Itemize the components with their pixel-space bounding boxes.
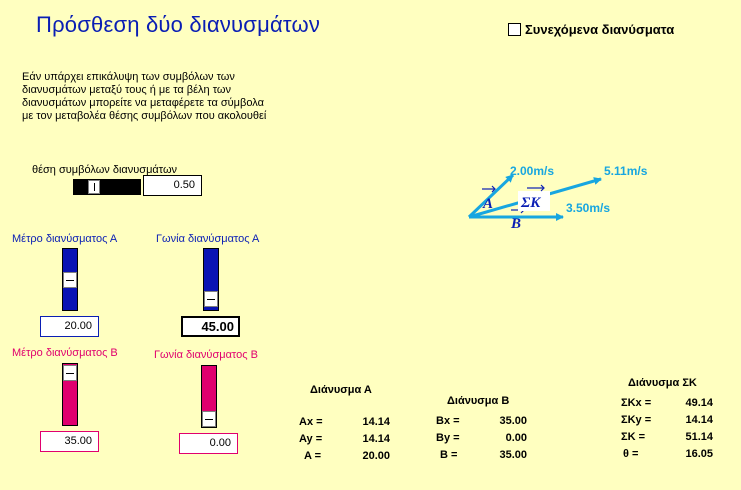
bx-value: 35.00 <box>499 415 527 427</box>
vector-a-heading: Διάνυσμα Α <box>310 384 372 396</box>
angle-a-thumb[interactable] <box>204 291 218 307</box>
magnitude-a-label: Μέτρο διανύσματος Α <box>12 233 118 245</box>
page-title: Πρόσθεση δύο διανυσμάτων <box>36 12 321 37</box>
ay-value: 14.14 <box>362 433 390 445</box>
vector-sum-heading: Διάνυσμα ΣΚ <box>628 377 697 389</box>
sum-x-value: 49.14 <box>685 397 713 409</box>
b-magnitude-value: 35.00 <box>499 449 527 461</box>
instructions-text: Εάν υπάρχει επικάλυψη των συμβόλων των δ… <box>22 71 267 122</box>
angle-b-field[interactable]: 0.00 <box>179 433 238 454</box>
vector-a-symbol: A <box>482 196 493 212</box>
vector-b-heading: Διάνυσμα Β <box>447 395 510 407</box>
checkbox-box[interactable] <box>508 23 521 36</box>
a-magnitude-value: 20.00 <box>362 450 390 462</box>
symbol-position-slider[interactable] <box>73 179 141 195</box>
bx-label: Bx = <box>436 415 460 427</box>
by-label: By = <box>436 432 460 444</box>
vector-b-symbol: B <box>510 216 521 232</box>
angle-b-thumb[interactable] <box>202 411 216 427</box>
magnitude-b-field[interactable]: 35.00 <box>40 431 99 452</box>
sum-y-label: ΣΚy = <box>621 414 652 426</box>
magnitude-a-field[interactable]: 20.00 <box>40 316 99 337</box>
a-magnitude-label: A = <box>304 450 322 462</box>
theta-label: θ = <box>623 448 639 460</box>
vector-a-arrow <box>467 173 515 219</box>
angle-b-label: Γωνία διανύσματος Β <box>154 349 258 361</box>
vector-sum-magnitude: 5.11m/s <box>604 164 648 178</box>
ax-value: 14.14 <box>362 416 390 428</box>
magnitude-a-slider[interactable] <box>62 248 78 311</box>
ay-label: Ay = <box>299 433 323 445</box>
angle-a-label: Γωνία διανύσματος Α <box>156 233 260 245</box>
angle-b-slider[interactable] <box>201 365 217 428</box>
vector-b-magnitude: 3.50m/s <box>566 201 610 215</box>
magnitude-a-thumb[interactable] <box>63 272 77 288</box>
sum-y-value: 14.14 <box>685 414 713 426</box>
sum-x-label: ΣΚx = <box>621 397 652 409</box>
vector-diagram: A B ΣΚ 2.00m/s 5.11m/s 3.50m/s <box>467 164 648 232</box>
symbol-position-label: θέση συμβόλων διανυσμάτων <box>32 164 178 176</box>
b-magnitude-label: B = <box>440 449 458 461</box>
symbol-position-field[interactable]: 0.50 <box>143 175 202 196</box>
by-value: 0.00 <box>505 432 527 444</box>
symbol-position-thumb[interactable] <box>88 180 100 194</box>
magnitude-b-thumb[interactable] <box>63 365 77 381</box>
theta-value: 16.05 <box>685 448 713 460</box>
angle-a-slider[interactable] <box>203 248 219 311</box>
vector-a-magnitude: 2.00m/s <box>510 164 554 178</box>
checkbox-label: Συνεχόμενα διανύσματα <box>525 22 675 37</box>
vector-sum-symbol: ΣΚ <box>520 195 541 211</box>
magnitude-b-label: Μέτρο διανύσματος Β <box>12 347 118 359</box>
ax-label: Ax = <box>299 416 323 428</box>
magnitude-b-slider[interactable] <box>62 363 78 426</box>
continuous-vectors-checkbox[interactable]: Συνεχόμενα διανύσματα <box>508 22 674 37</box>
sum-magnitude-label: ΣΚ = <box>621 431 646 443</box>
sum-magnitude-value: 51.14 <box>685 431 713 443</box>
angle-a-field[interactable]: 45.00 <box>181 316 240 337</box>
